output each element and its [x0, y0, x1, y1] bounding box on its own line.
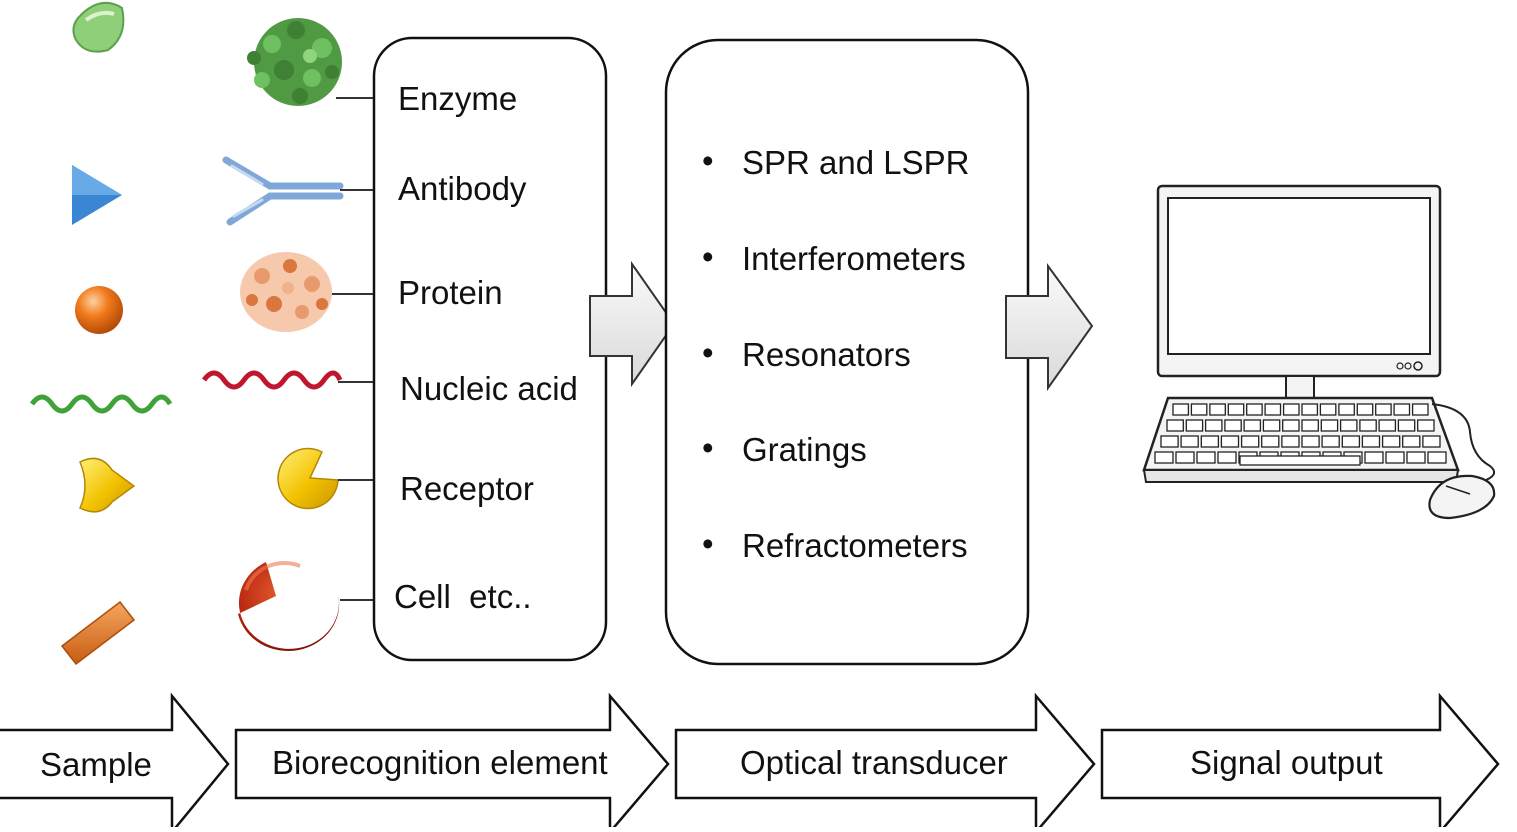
stage-label-output: Signal output [1190, 744, 1383, 781]
keyboard-key [1282, 419, 1300, 432]
keyboard-key [1341, 435, 1361, 448]
keyboard-key [1321, 435, 1340, 448]
keyboard-key [1301, 403, 1319, 416]
keyboard-key [1427, 451, 1447, 464]
bioreceptor-label-antibody: Antibody [398, 170, 527, 207]
biorecognition-box [372, 36, 608, 662]
keyboard-key [1217, 451, 1237, 464]
analyte-triangle-icon [72, 165, 122, 225]
keyboard-spacebar [1239, 455, 1361, 466]
keyboard-key [1166, 419, 1184, 432]
bioreceptor-label-nucleic-acid: Nucleic acid [400, 370, 578, 407]
stage-arrow-output [1100, 692, 1500, 832]
analyte-bar-icon [60, 600, 136, 666]
keyboard-key [1356, 403, 1374, 416]
keyboard-key [1261, 435, 1280, 448]
receptor-icon [277, 447, 339, 510]
bullet-icon: • [702, 142, 714, 179]
keyboard-key [1393, 403, 1411, 416]
antibody-icon [222, 156, 344, 226]
keyboard-key [1361, 435, 1381, 448]
keyboard-key [1301, 419, 1319, 432]
keyboard-key [1227, 403, 1245, 416]
keyboard-key [1264, 403, 1282, 416]
keyboard-key [1175, 451, 1195, 464]
keyboard-key [1385, 451, 1405, 464]
keyboard-key [1397, 419, 1416, 432]
keyboard-key [1411, 403, 1429, 416]
analyte-leaf-icon [72, 1, 125, 53]
keyboard-key [1339, 419, 1358, 432]
keyboard-key [1204, 419, 1223, 432]
bullet-icon: • [702, 429, 714, 466]
keyboard-key [1406, 451, 1426, 464]
stage-label-sample: Sample [40, 746, 152, 783]
mouse-icon [1428, 474, 1496, 520]
bioreceptor-label-receptor: Receptor [400, 470, 534, 507]
transducer-item-resonators: Resonators [742, 336, 911, 373]
bioreceptor-label-protein: Protein [398, 274, 503, 311]
flow-arrow-1 [589, 260, 676, 388]
stage-arrow-biorecognition [234, 692, 670, 832]
protein-icon [240, 252, 332, 332]
keyboard-key [1422, 435, 1441, 448]
bullet-icon: • [702, 525, 714, 562]
keyboard-key [1160, 435, 1179, 448]
stage-label-transducer: Optical transducer [740, 744, 1008, 781]
keyboard-key [1338, 403, 1355, 416]
bullet-icon: • [702, 334, 714, 371]
keyboard-key [1375, 403, 1392, 416]
keyboard-key [1364, 451, 1384, 464]
keyboard-key [1240, 435, 1260, 448]
mouse-cable-icon [1431, 403, 1496, 481]
keyboard-key [1262, 419, 1281, 432]
stage-arrow-sample [0, 692, 230, 832]
analyte-wave-icon [29, 394, 173, 414]
transducer-item-refractometers: Refractometers [742, 527, 968, 564]
keyboard-key [1246, 403, 1263, 416]
keyboard-key [1281, 435, 1300, 448]
nucleic-acid-icon [201, 370, 343, 390]
keyboard-key [1320, 419, 1339, 432]
analyte-heart-icon [79, 457, 136, 513]
keyboard-key [1209, 403, 1226, 416]
transducer-item-gratings: Gratings [742, 431, 867, 468]
flow-arrow-2 [1005, 262, 1094, 392]
transducer-item-interferometers: Interferometers [742, 240, 966, 277]
keyboard-key [1417, 419, 1435, 432]
keyboard-key [1224, 419, 1242, 432]
keyboard-key [1196, 451, 1216, 464]
bioreceptor-label-enzyme: Enzyme [398, 80, 517, 117]
keyboard-key [1243, 419, 1262, 432]
cell-icon [238, 560, 340, 652]
keyboard-key [1378, 419, 1397, 432]
keyboard-key [1282, 403, 1300, 416]
keyboard-key [1190, 403, 1208, 416]
stage-arrow-transducer [674, 692, 1096, 832]
keyboard-key [1180, 435, 1199, 448]
keyboard-key [1200, 435, 1220, 448]
computer-icon [1142, 184, 1496, 520]
keyboard-key [1185, 419, 1204, 432]
analyte-sphere-icon [75, 286, 123, 334]
enzyme-icon [247, 18, 342, 106]
keyboard-key [1172, 403, 1190, 416]
keyboard-key [1220, 435, 1240, 448]
bioreceptor-label-cell: Cell etc.. [394, 578, 532, 615]
keyboard-key [1402, 435, 1421, 448]
keyboard-key [1154, 451, 1174, 464]
stage-label-biorecognition: Biorecognition element [272, 744, 608, 781]
keyboard-key [1301, 435, 1320, 448]
transducer-item-spr: SPR and LSPR [742, 144, 969, 181]
keyboard-key [1359, 419, 1377, 432]
keyboard-key [1381, 435, 1401, 448]
bullet-icon: • [702, 238, 714, 275]
keyboard-key [1319, 403, 1337, 416]
